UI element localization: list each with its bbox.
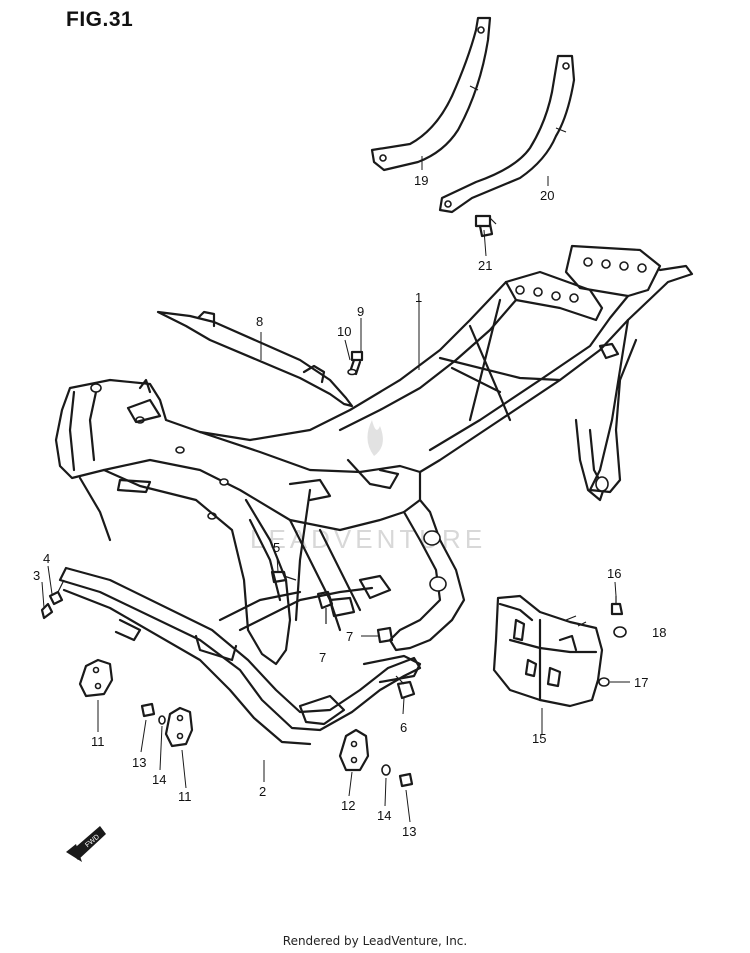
callout-16: 16 xyxy=(607,566,621,581)
callout-8: 8 xyxy=(256,314,263,329)
part-8-stay xyxy=(156,310,354,408)
callout-13-left: 13 xyxy=(132,755,146,770)
callout-7-left: 7 xyxy=(319,650,326,665)
part-20-rail xyxy=(438,54,576,214)
callout-1: 1 xyxy=(415,290,422,305)
footer-credit: Rendered by LeadVenture, Inc. xyxy=(282,934,468,948)
part-21-bolt xyxy=(474,214,497,238)
callout-17: 17 xyxy=(634,675,648,690)
watermark: LEADVENTURE xyxy=(250,420,486,554)
callout-10: 10 xyxy=(337,324,351,339)
callout-20: 20 xyxy=(540,188,554,203)
callout-labels: 1 2 3 4 5 6 7 7 8 9 10 11 11 12 13 13 14… xyxy=(33,173,666,839)
part-7-bolts xyxy=(316,590,394,644)
part-5-bolt xyxy=(270,570,297,584)
callout-14-right: 14 xyxy=(377,808,391,823)
callout-5: 5 xyxy=(273,540,280,555)
watermark-text: LEADVENTURE xyxy=(250,524,486,554)
callout-13-right: 13 xyxy=(402,824,416,839)
callout-21: 21 xyxy=(478,258,492,273)
callout-11-right: 11 xyxy=(178,789,192,804)
part-9-10-bolt xyxy=(347,350,364,376)
part-11-bracket-a xyxy=(78,658,114,698)
callout-4: 4 xyxy=(43,551,50,566)
callout-18: 18 xyxy=(652,625,666,640)
callout-6: 6 xyxy=(400,720,407,735)
part-15-battery-box xyxy=(492,594,604,708)
part-3-4-bolt xyxy=(40,579,65,620)
callout-12: 12 xyxy=(341,798,355,813)
figure-title: FIG.31 xyxy=(66,8,134,31)
fwd-arrow-badge: FWD xyxy=(66,826,106,862)
part-13-14-fasteners xyxy=(140,702,414,788)
part-12-bracket xyxy=(338,728,370,772)
callout-3: 3 xyxy=(33,568,40,583)
callout-15: 15 xyxy=(532,731,546,746)
part-2-lower-cradle xyxy=(58,566,422,746)
callout-7-right: 7 xyxy=(346,629,353,644)
callout-11-left: 11 xyxy=(91,734,105,749)
part-11-bracket-b xyxy=(164,706,194,748)
part-16-17-18-fasteners xyxy=(598,596,627,687)
part-1-main-frame xyxy=(54,244,694,666)
callout-2: 2 xyxy=(259,784,266,799)
part-6-bolt xyxy=(395,675,416,700)
callout-14-left: 14 xyxy=(152,772,166,787)
part-19-rail xyxy=(370,16,492,172)
callout-19: 19 xyxy=(414,173,428,188)
leader-lines xyxy=(41,156,630,823)
callout-9: 9 xyxy=(357,304,364,319)
